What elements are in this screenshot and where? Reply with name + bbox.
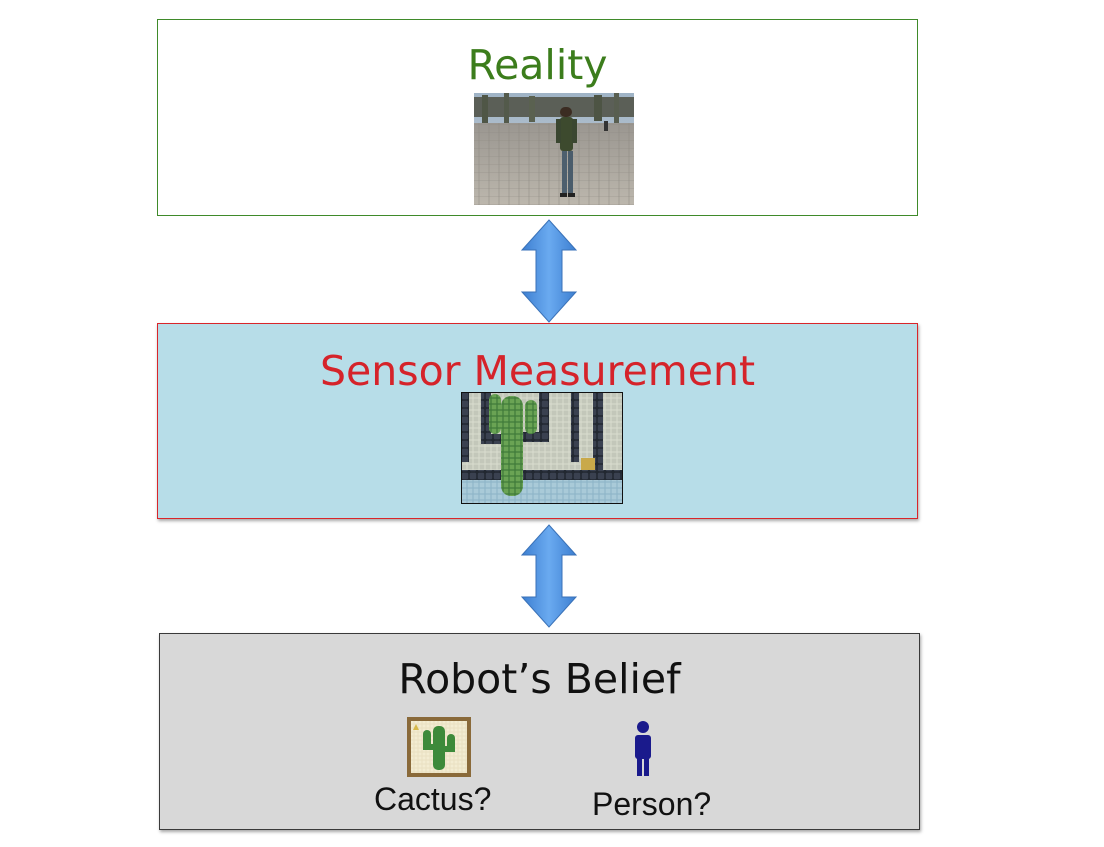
cactus-tile-icon: [407, 717, 471, 777]
belief-title: Robot’s Belief: [398, 655, 681, 703]
cactus-label: Cactus?: [374, 781, 492, 817]
sensor-title: Sensor Measurement: [319, 347, 756, 395]
double-arrow-icon: [520, 524, 578, 628]
sensor-measurement-box: Sensor Measurement: [157, 323, 918, 519]
reality-photo: [474, 93, 634, 205]
reality-box: Reality: [157, 19, 918, 216]
robot-belief-box: Robot’s Belief Cactus? Person?: [159, 633, 920, 830]
person-icon: [635, 721, 651, 776]
cactus-mosaic-image: [461, 392, 623, 504]
person-label: Person?: [592, 786, 712, 822]
reality-title: Reality: [467, 41, 608, 89]
double-arrow-icon: [520, 219, 578, 323]
